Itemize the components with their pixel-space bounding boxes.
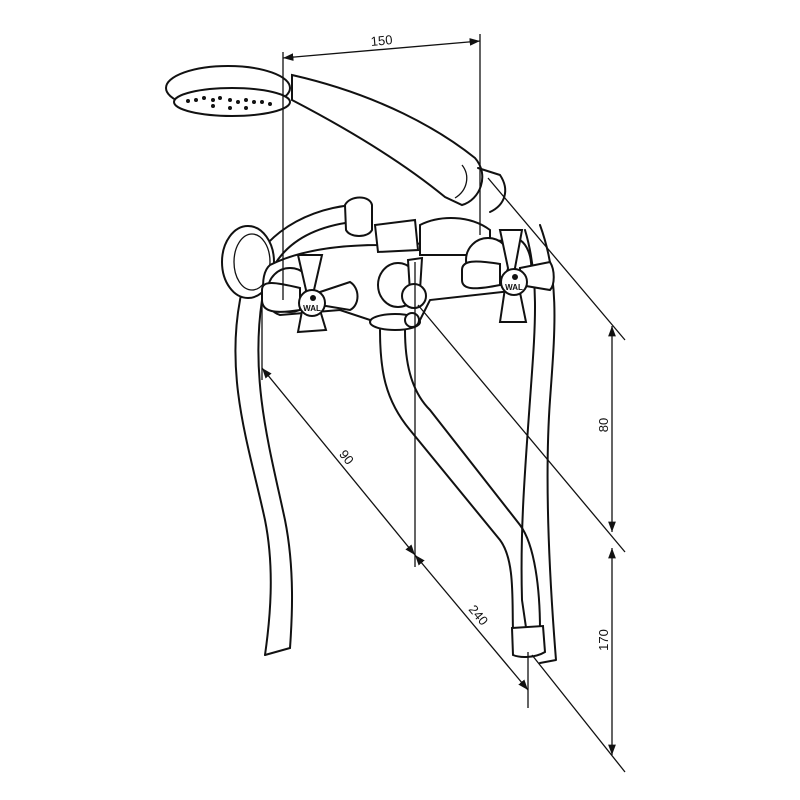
dimension-label: 90 bbox=[336, 447, 357, 468]
dimension-label: 170 bbox=[596, 629, 611, 651]
spout bbox=[379, 329, 547, 658]
diverter-lever[interactable] bbox=[377, 256, 427, 328]
left-cross-handle[interactable]: WAL bbox=[261, 254, 359, 334]
spray-holes bbox=[186, 96, 272, 110]
brand-logo: WAL bbox=[303, 304, 321, 313]
dimension-80-170: 80 170 bbox=[417, 177, 626, 773]
dimension-150: 150 bbox=[282, 32, 481, 300]
hand-shower bbox=[165, 65, 507, 213]
right-cross-handle[interactable]: WAL bbox=[461, 229, 555, 323]
brand-logo: WAL bbox=[505, 283, 523, 292]
dimension-label: 80 bbox=[596, 418, 611, 432]
dimension-label: 240 bbox=[466, 602, 491, 628]
dimension-label: 150 bbox=[370, 32, 393, 49]
